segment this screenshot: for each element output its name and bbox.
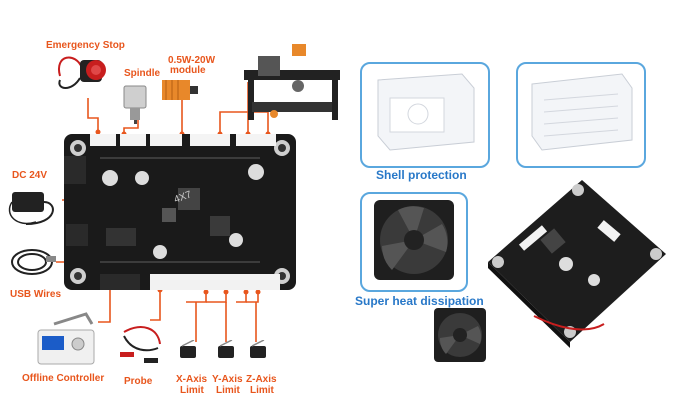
super-heat-dissipation-caption: Super heat dissipation <box>355 294 484 308</box>
x-axis-limit-label-line2: Limit <box>180 385 204 396</box>
emergency-stop-icon <box>57 56 106 89</box>
x-axis-limit-label-line1: X-Axis <box>176 374 208 385</box>
laser-module-label-line1: 0.5W-20W <box>168 55 216 66</box>
y-axis-limit-label-line2: Limit <box>216 385 240 396</box>
cooling-fan-icon <box>374 200 454 280</box>
z-axis-limit-label-line2: Limit <box>250 385 274 396</box>
acrylic-shell-icon <box>531 73 633 151</box>
cooling-fan-icon <box>434 308 486 362</box>
spindle-label: Spindle <box>124 68 161 79</box>
controller-board: 4X7 <box>60 128 300 296</box>
spindle-icon <box>123 85 147 124</box>
laser-module-icon <box>162 80 198 100</box>
limit-switch-icon <box>250 340 266 358</box>
limit-switch-icon <box>180 340 196 358</box>
y-axis-limit-label-line1: Y-Axis <box>212 374 243 385</box>
acrylic-shell-icon <box>377 73 475 151</box>
probe-icon <box>120 326 161 363</box>
fan-frame <box>360 192 468 292</box>
shell-protection-caption: Shell protection <box>376 168 467 182</box>
z-axis-limit-label-line1: Z-Axis <box>246 374 277 385</box>
offline-controller-label: Offline Controller <box>22 373 105 384</box>
laser-module-label-line2: module <box>170 65 206 76</box>
shell-frame-back <box>516 62 646 168</box>
power-adapter-icon <box>8 192 54 225</box>
limit-switch-icon <box>218 340 234 358</box>
emergency-stop-label: Emergency Stop <box>46 40 125 51</box>
dc-24v-label: DC 24V <box>12 170 48 181</box>
offline-controller-icon <box>37 312 95 365</box>
probe-label: Probe <box>124 376 153 387</box>
cnc-machine-icon <box>244 44 340 120</box>
usb-wires-label: USB Wires <box>10 289 62 300</box>
controller-board-icon <box>488 180 666 348</box>
controller-board-icon <box>64 134 296 290</box>
usb-cable-icon <box>11 249 56 275</box>
shell-frame-front <box>360 62 490 168</box>
